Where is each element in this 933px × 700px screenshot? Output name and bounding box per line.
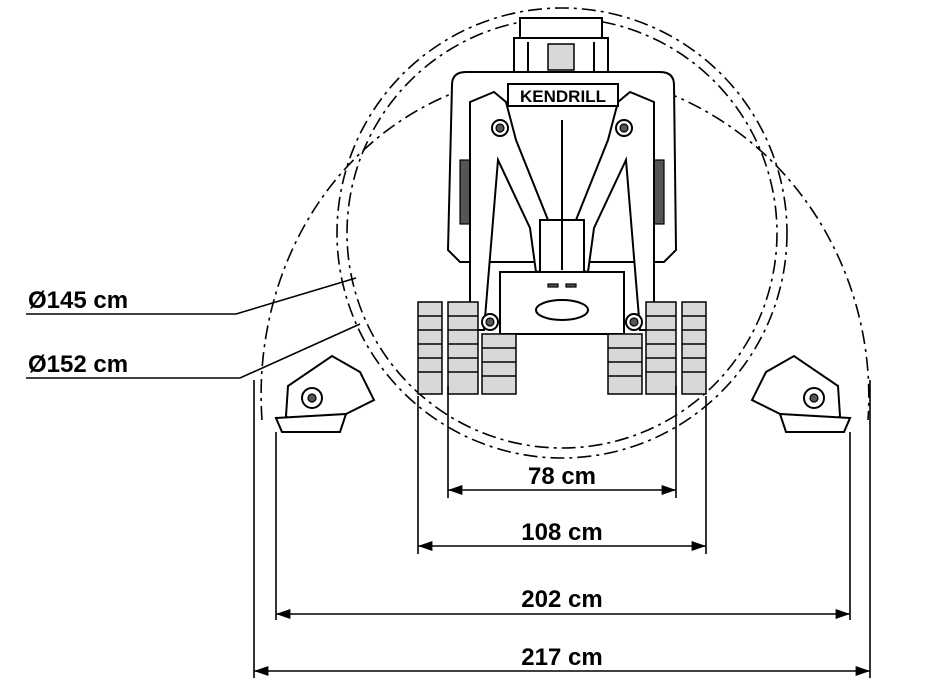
right-tracks [607, 301, 707, 395]
dimension-108: 108 cm [418, 519, 706, 552]
label-width-78: 78 cm [528, 463, 596, 490]
brand-logo: KENDRILL [507, 83, 619, 107]
mast-top [519, 17, 603, 41]
label-diameter-145: Ø145 cm [28, 287, 128, 314]
dimension-217: 217 cm [253, 644, 870, 677]
extension-lines [253, 380, 871, 678]
label-width-217: 217 cm [521, 644, 602, 671]
diameter-callout-152: Ø152 cm [26, 323, 361, 379]
right-outrigger-foot [750, 354, 852, 433]
swing-circle-outer [336, 7, 788, 459]
label-diameter-152: Ø152 cm [28, 351, 128, 378]
diameter-callout-145: Ø145 cm [26, 277, 357, 315]
left-tracks [417, 301, 517, 395]
machine-front-view [417, 17, 707, 395]
dimension-78: 78 cm [448, 463, 676, 496]
left-outrigger-foot [274, 354, 376, 433]
brand-text: KENDRILL [520, 87, 606, 106]
label-width-202: 202 cm [521, 586, 602, 613]
label-width-108: 108 cm [521, 519, 602, 546]
dimension-202: 202 cm [276, 586, 850, 620]
